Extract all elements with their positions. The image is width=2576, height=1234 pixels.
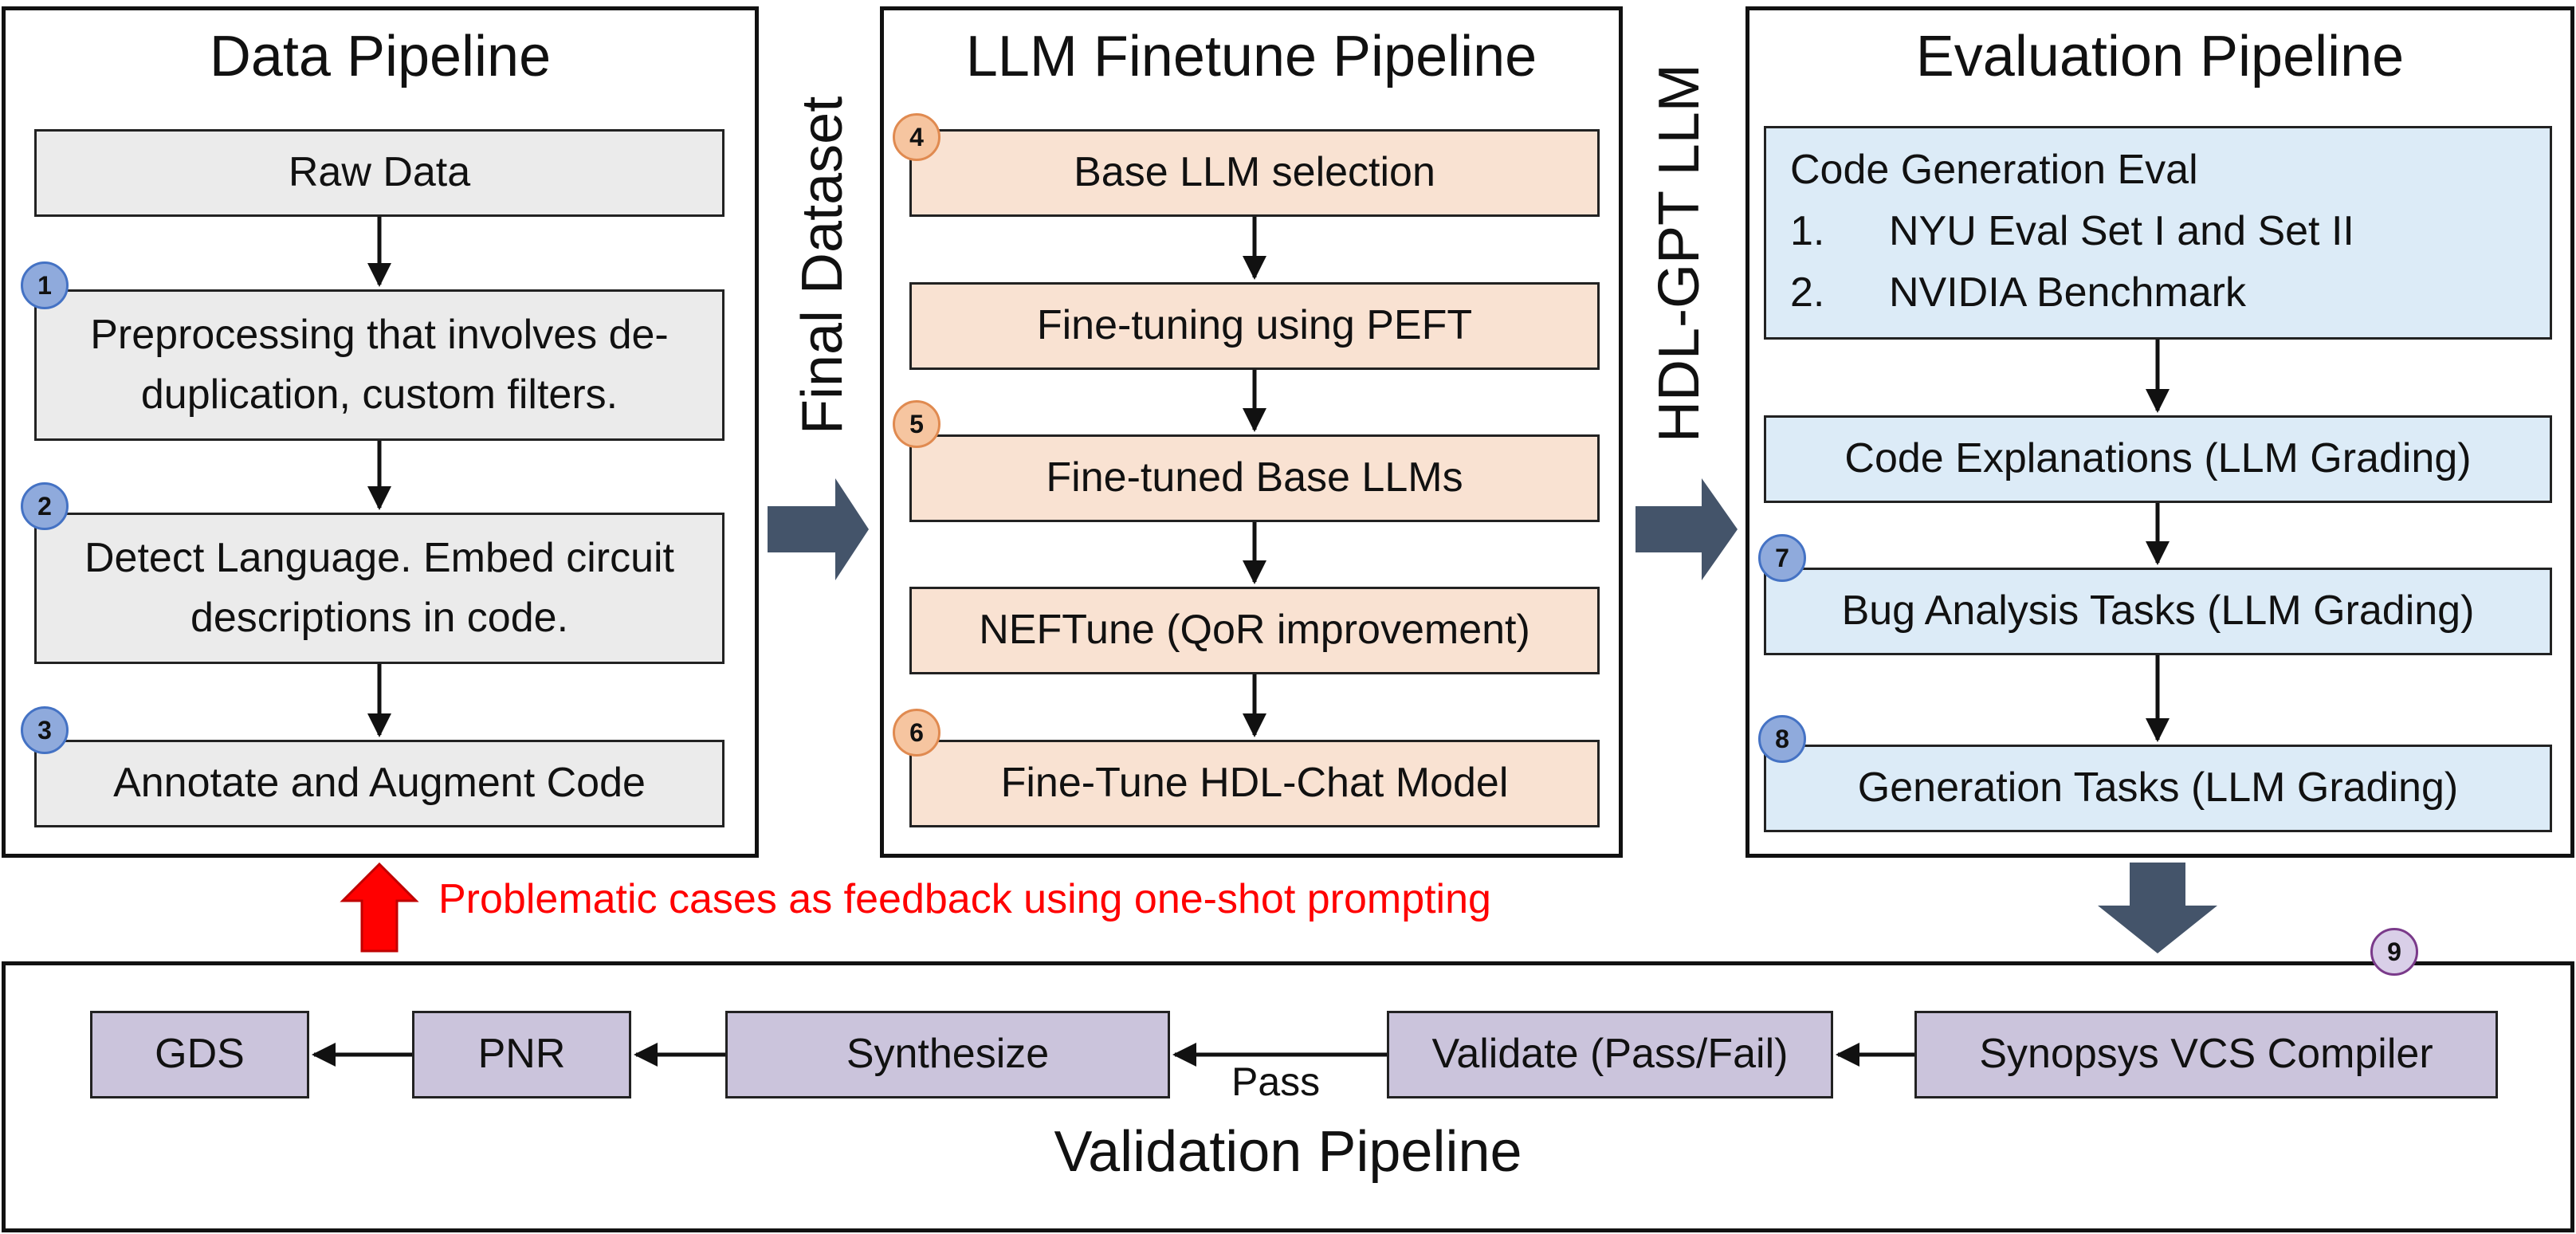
step-badge-5: 5 — [893, 400, 940, 448]
step-badge-8: 8 — [1758, 715, 1806, 763]
step-badge-7: 7 — [1758, 534, 1806, 582]
step-badge-6: 6 — [893, 709, 940, 757]
validation-pipeline-title: Validation Pipeline — [1054, 1120, 1522, 1184]
eval-list-number: 1. — [1790, 208, 1825, 254]
fine-tune-hdl-chat-box: Fine-Tune HDL-Chat Model — [909, 740, 1600, 827]
big-arrow-to-evaluation — [1636, 478, 1738, 580]
finetune-pipeline-title: LLM Finetune Pipeline — [965, 25, 1537, 88]
big-arrow-to-validation — [2098, 863, 2217, 953]
code-generation-eval-box: Code Generation Eval 1. NYU Eval Set I a… — [1764, 126, 2552, 340]
gds-box: GDS — [90, 1011, 309, 1098]
step-badge-2: 2 — [21, 482, 69, 530]
validate-box: Validate (Pass/Fail) — [1387, 1011, 1833, 1098]
step-badge-9: 9 — [2370, 928, 2418, 976]
fine-tuning-peft-box: Fine-tuning using PEFT — [909, 282, 1600, 370]
eval-list-item: 1. NYU Eval Set I and Set II — [1790, 201, 2526, 262]
feedback-up-arrow — [340, 862, 419, 953]
preprocessing-box: Preprocessing that involves de-duplicati… — [34, 289, 724, 441]
neftune-box: NEFTune (QoR improvement) — [909, 587, 1600, 674]
eval-list-text: NVIDIA Benchmark — [1889, 269, 2246, 316]
eval-list-number: 2. — [1790, 269, 1825, 316]
eval-list-text: NYU Eval Set I and Set II — [1889, 208, 2354, 254]
code-generation-eval-title: Code Generation Eval — [1790, 147, 2198, 193]
generation-tasks-box: Generation Tasks (LLM Grading) — [1764, 745, 2552, 832]
step-badge-3: 3 — [21, 706, 69, 754]
synthesize-box: Synthesize — [725, 1011, 1170, 1098]
eval-list-item: 2. NVIDIA Benchmark — [1790, 262, 2526, 324]
pass-label: Pass — [1231, 1059, 1321, 1104]
pnr-box: PNR — [412, 1011, 631, 1098]
raw-data-box: Raw Data — [34, 129, 724, 217]
base-llm-selection-box: Base LLM selection — [909, 129, 1600, 217]
code-explanations-box: Code Explanations (LLM Grading) — [1764, 415, 2552, 503]
synopsys-vcs-box: Synopsys VCS Compiler — [1914, 1011, 2498, 1098]
evaluation-pipeline-title: Evaluation Pipeline — [1915, 25, 2405, 88]
feedback-text: Problematic cases as feedback using one-… — [438, 876, 1491, 922]
big-arrow-to-finetune — [768, 478, 869, 580]
annotate-augment-box: Annotate and Augment Code — [34, 740, 724, 827]
detect-language-box: Detect Language. Embed circuit descripti… — [34, 513, 724, 664]
step-badge-4: 4 — [893, 113, 940, 161]
bug-analysis-box: Bug Analysis Tasks (LLM Grading) — [1764, 568, 2552, 655]
data-pipeline-title: Data Pipeline — [209, 25, 552, 88]
step-badge-1: 1 — [21, 261, 69, 309]
fine-tuned-base-llms-box: Fine-tuned Base LLMs — [909, 434, 1600, 522]
